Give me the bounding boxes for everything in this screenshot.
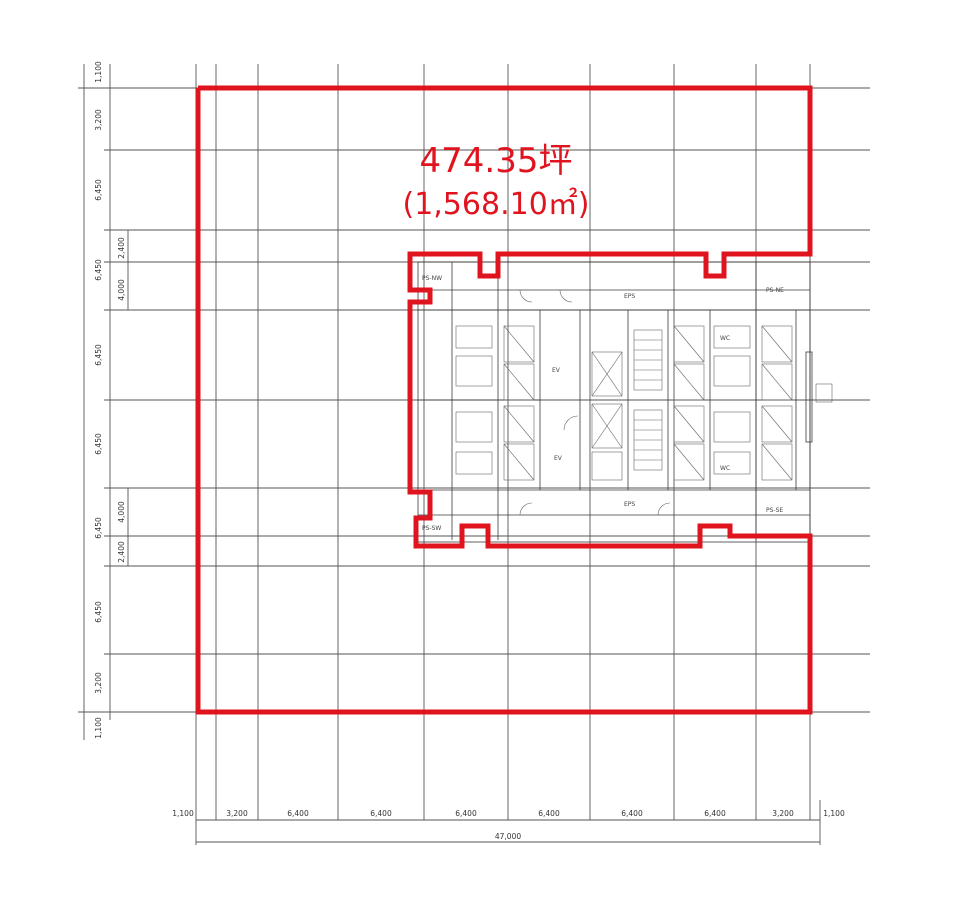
core-label: PS-NE xyxy=(766,287,784,294)
floor-area-label: 474.35坪 (1,568.10㎡) xyxy=(402,141,589,222)
dim-v: 6,450 xyxy=(94,179,103,201)
dim-h: 3,200 xyxy=(226,809,248,818)
dim-h: 1,100 xyxy=(172,809,194,818)
dim-h: 6,400 xyxy=(704,809,726,818)
core-labels: PS-NE PS-NW PS-SE PS-SW EV EPS EPS WC WC… xyxy=(422,275,784,532)
area-tsubo: 474.35坪 xyxy=(420,141,573,181)
dim-v: 6,450 xyxy=(94,344,103,366)
core-label: PS-SW xyxy=(422,525,441,532)
dim-v: 1,100 xyxy=(94,61,103,83)
core-label: WC xyxy=(720,335,730,342)
building-core xyxy=(417,261,833,543)
dim-h-total: 47,000 xyxy=(495,832,521,841)
core-label: WC xyxy=(720,465,730,472)
core-label: EV xyxy=(554,455,563,462)
core-label: PS-NW xyxy=(422,275,442,282)
dim-v: 6,450 xyxy=(94,259,103,281)
dim-v: 3,200 xyxy=(94,672,103,694)
dim-h: 1,100 xyxy=(823,809,845,818)
dim-h: 3,200 xyxy=(772,809,794,818)
dim-v: 6,450 xyxy=(94,601,103,623)
dim-v: 6,450 xyxy=(94,517,103,539)
dim-h: 6,400 xyxy=(370,809,392,818)
dim-v-sub: 4,000 xyxy=(117,501,126,523)
dim-v-sub: 2,400 xyxy=(117,237,126,259)
dim-v: 6,450 xyxy=(94,433,103,455)
leasable-area-outline xyxy=(195,85,813,715)
dim-v-sub: 4,000 xyxy=(117,279,126,301)
dim-v: 1,100 xyxy=(94,717,103,739)
dim-v-sub: 2,400 xyxy=(117,541,126,563)
vertical-dimensions: 1,100 3,200 6,450 6,450 6,450 6,450 6,45… xyxy=(94,61,126,739)
stairs xyxy=(633,329,663,471)
dim-h: 6,400 xyxy=(455,809,477,818)
core-label: EV xyxy=(552,367,561,374)
dim-h: 6,400 xyxy=(287,809,309,818)
area-sqm: (1,568.10㎡) xyxy=(402,187,589,222)
core-label: EPS xyxy=(624,293,635,300)
dim-h: 6,400 xyxy=(538,809,560,818)
core-label: PS-SE xyxy=(766,507,783,514)
dim-h: 6,400 xyxy=(621,809,643,818)
dim-v: 3,200 xyxy=(94,109,103,131)
horizontal-dimensions: 1,100 3,200 6,400 6,400 6,400 6,400 6,40… xyxy=(172,809,845,841)
core-label: EPS xyxy=(624,501,635,508)
